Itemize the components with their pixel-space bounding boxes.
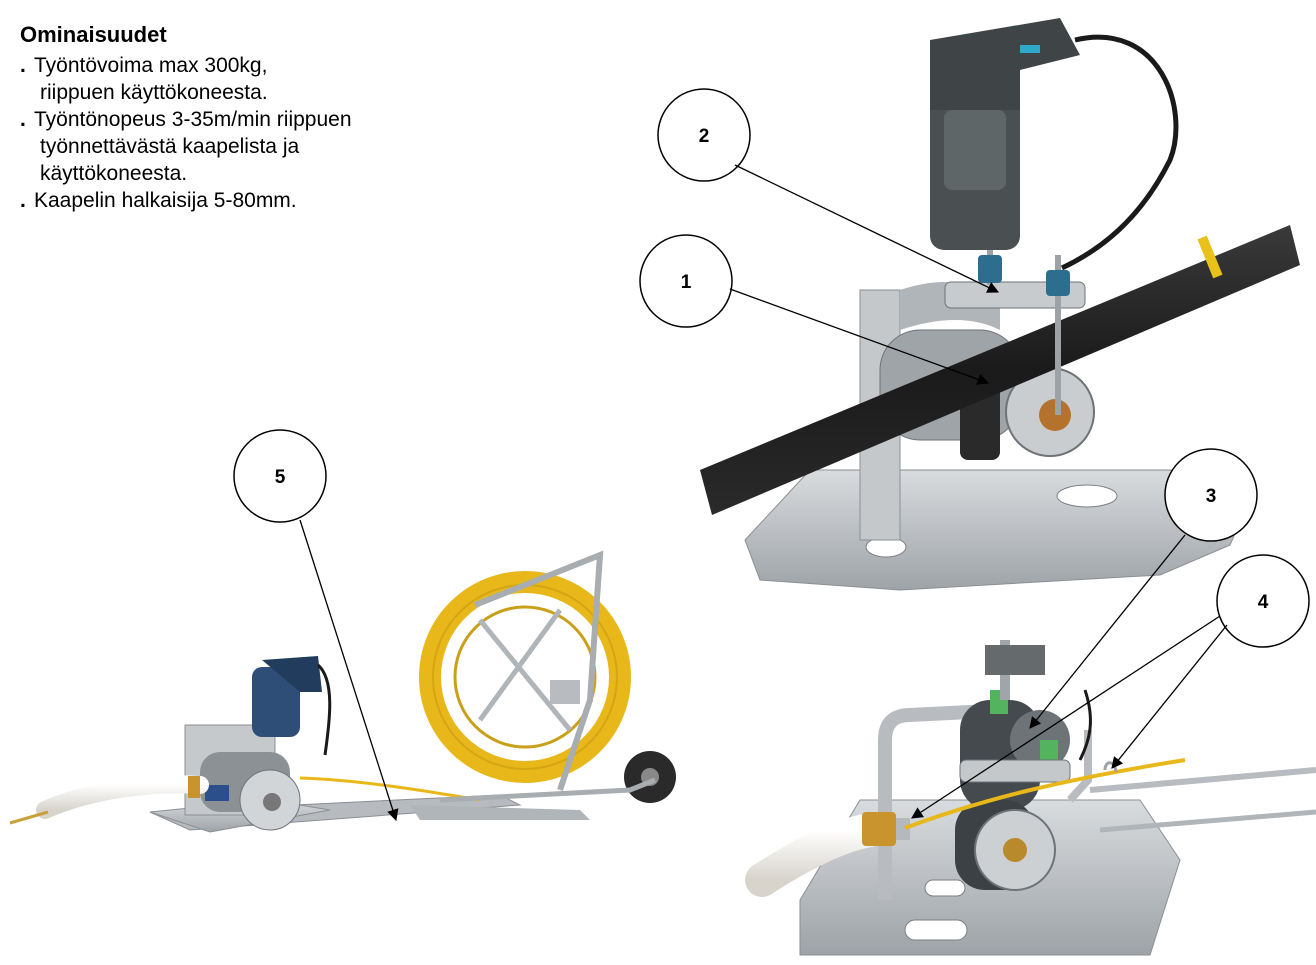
photo-pusher-rod <box>745 640 1316 956</box>
feature-line: työnnettävästä kaapelista ja <box>40 135 300 158</box>
callout-1-label: 1 <box>681 272 692 293</box>
feature-line: riippuen käyttökoneesta. <box>40 81 268 104</box>
feature-line: Työntövoima max 300kg, <box>34 54 268 77</box>
photo-full-assembly <box>9 550 676 833</box>
callout-2: 2 <box>657 88 1000 293</box>
callout-3-label: 3 <box>1206 486 1217 507</box>
feature-item-1: . Työntövoima max 300kg, riippuen käyttö… <box>20 52 352 106</box>
photo-pusher-closeup <box>700 18 1300 591</box>
feature-line: Kaapelin halkaisija 5-80mm. <box>34 189 297 212</box>
callout-5: 5 <box>233 429 399 822</box>
callout-4: 4 <box>911 554 1310 819</box>
callout-5-label: 5 <box>275 467 286 488</box>
bullet: . <box>20 54 26 77</box>
feature-item-2: . Työntönopeus 3-35m/min riippuen työnne… <box>20 106 352 187</box>
bullet: . <box>20 189 26 212</box>
features-block: Ominaisuudet . Työntövoima max 300kg, ri… <box>20 22 352 214</box>
feature-line: käyttökoneesta. <box>40 162 188 185</box>
callout-2-label: 2 <box>699 126 710 147</box>
callout-1: 1 <box>639 234 990 385</box>
bullet: . <box>20 108 26 131</box>
callout-4-label: 4 <box>1258 592 1269 613</box>
features-heading: Ominaisuudet <box>20 22 167 47</box>
feature-item-3: . Kaapelin halkaisija 5-80mm. <box>20 187 352 214</box>
feature-line: Työntönopeus 3-35m/min riippuen <box>34 108 352 131</box>
features-list: . Työntövoima max 300kg, riippuen käyttö… <box>20 52 352 214</box>
callout-3: 3 <box>1029 448 1258 729</box>
